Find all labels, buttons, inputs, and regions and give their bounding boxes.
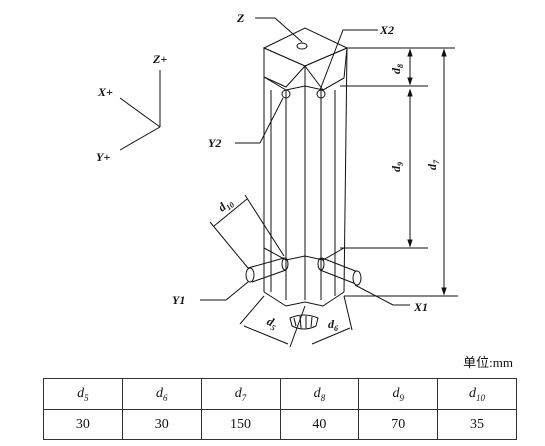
pin-x1 — [317, 257, 362, 286]
pin-y1 — [245, 257, 289, 283]
dim-d10: d10 — [215, 195, 236, 216]
table-header-row: d5 d6 d7 d8 d9 d10 — [43, 377, 517, 411]
bottom-dimensions — [239, 295, 353, 348]
table-cell: 40 — [279, 409, 360, 440]
label-z: Z — [236, 11, 245, 25]
d10-dimension — [209, 194, 285, 269]
table-value-row: 30 30 150 40 70 35 — [43, 409, 517, 440]
dim-d7: d7 — [425, 159, 441, 170]
table-cell: 150 — [200, 409, 281, 440]
foot — [289, 314, 319, 330]
leader-lines — [200, 17, 410, 306]
table-header-cell: d10 — [437, 377, 517, 411]
label-y1: Y1 — [172, 293, 185, 307]
unit-label: 单位:mm — [463, 355, 513, 370]
label-y2: Y2 — [208, 136, 221, 150]
right-dimensions — [340, 47, 458, 297]
dimension-table: d5 d6 d7 d8 d9 d10 30 30 150 40 70 35 — [43, 377, 517, 440]
axis-y-label: Y+ — [96, 150, 110, 164]
axis-z-label: Z+ — [152, 52, 167, 66]
axis-triad — [119, 70, 161, 151]
table-header-cell: d8 — [279, 377, 360, 411]
column-diagram: Z+ X+ Y+ — [96, 11, 458, 348]
dim-d8: d8 — [389, 64, 405, 74]
column-body — [262, 27, 349, 307]
table-header-cell: d5 — [43, 377, 123, 411]
table-cell: 30 — [43, 409, 123, 440]
table-header-cell: d6 — [121, 377, 202, 411]
table-cell: 35 — [437, 409, 517, 440]
table-header-cell: d7 — [200, 377, 281, 411]
dim-d6: d6 — [328, 317, 338, 333]
dim-d5: d5 — [264, 314, 280, 333]
table-cell: 70 — [358, 409, 439, 440]
table-cell: 30 — [121, 409, 202, 440]
dim-d9: d9 — [389, 162, 405, 172]
axis-x-label: X+ — [97, 85, 113, 99]
label-x2: X2 — [379, 23, 394, 37]
table-header-cell: d9 — [358, 377, 439, 411]
label-x1: X1 — [413, 300, 428, 314]
